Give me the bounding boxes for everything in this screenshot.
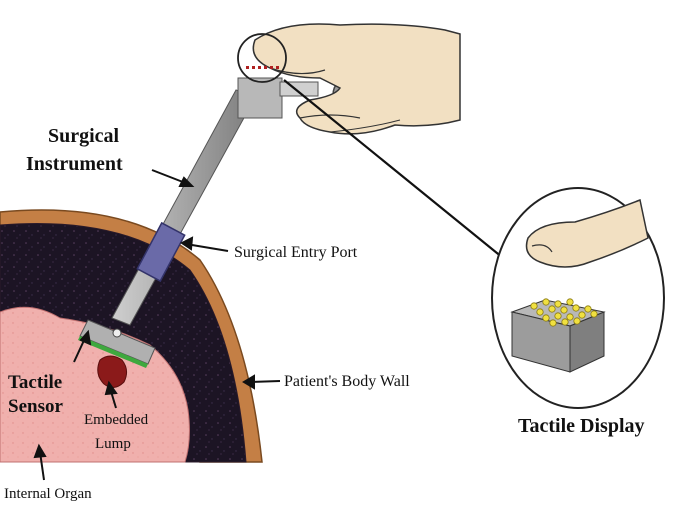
label-embedded-lump-2: Lump bbox=[95, 436, 131, 452]
entry-port bbox=[136, 221, 186, 283]
label-tactile-display: Tactile Display bbox=[518, 415, 645, 437]
tactile-display-inset bbox=[491, 187, 665, 409]
label-arrows bbox=[33, 169, 281, 481]
label-surgical-entry-port: Surgical Entry Port bbox=[234, 244, 358, 261]
sensor-pivot bbox=[112, 328, 122, 338]
embedded-lump bbox=[97, 355, 128, 388]
label-tactile-sensor-1: Tactile bbox=[8, 372, 62, 393]
fingertip-sensor-dots bbox=[246, 66, 279, 69]
connector-line bbox=[283, 79, 509, 263]
label-surgical-instrument-1: Surgical bbox=[48, 125, 120, 147]
label-tactile-sensor-2: Sensor bbox=[8, 396, 63, 417]
surgeon-hand bbox=[237, 23, 461, 135]
label-surgical-instrument-2: Instrument bbox=[26, 153, 123, 175]
trigger-bar bbox=[279, 81, 319, 97]
text-labels: Surgical Instrument Surgical Entry Port … bbox=[4, 125, 645, 502]
hand-shape bbox=[252, 23, 461, 135]
instrument-handle-block bbox=[237, 77, 283, 119]
label-embedded-lump-1: Embedded bbox=[84, 412, 149, 428]
display-finger bbox=[525, 198, 649, 268]
fingertip-magnifier bbox=[237, 33, 287, 83]
tactile-sensor-pad bbox=[78, 336, 148, 368]
label-internal-organ: Internal Organ bbox=[4, 486, 92, 502]
label-patients-body-wall: Patient's Body Wall bbox=[284, 373, 410, 390]
display-pins bbox=[530, 298, 598, 327]
